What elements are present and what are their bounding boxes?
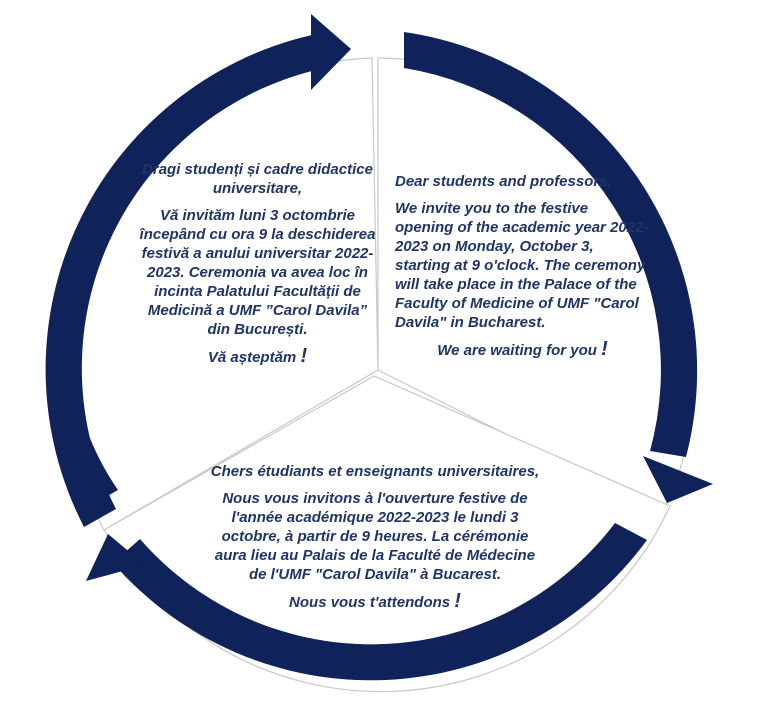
- english-closing-line: We are waiting for you !: [395, 338, 650, 360]
- romanian-exclamation: !: [300, 345, 308, 367]
- english-exclamation: !: [601, 338, 608, 360]
- english-closing: We are waiting for you: [437, 342, 597, 359]
- cycle-arc-left-body: [45, 35, 312, 527]
- cycle-arc-right: [404, 32, 698, 457]
- french-closing: Nous vous t'attendons: [289, 594, 451, 611]
- cycle-arc-bottom: [113, 523, 647, 681]
- french-body: Nous vous invitons à l'ouverture festive…: [214, 490, 536, 583]
- cycle-arrowhead-left: [86, 534, 145, 581]
- romanian-greeting: Dragi studenți și cadre didactice univer…: [142, 161, 373, 197]
- romanian-body: Vă invităm luni 3 octombrie începând cu …: [139, 207, 376, 338]
- english-body: We invite you to the festive opening of …: [395, 200, 649, 331]
- romanian-closing: Vă așteptăm: [207, 349, 297, 366]
- romanian-invitation: Dragi studenți și cadre didactice univer…: [135, 160, 380, 375]
- french-exclamation: !: [454, 590, 461, 612]
- cycle-arrowhead-top: [311, 14, 351, 90]
- english-invitation: Dear students and professors, We invite …: [395, 172, 650, 368]
- romanian-closing-line: Vă așteptăm !: [135, 345, 380, 367]
- english-greeting: Dear students and professors,: [395, 173, 612, 190]
- french-closing-line: Nous vous t'attendons !: [205, 590, 545, 612]
- french-greeting: Chers étudiants et enseignants universit…: [210, 463, 540, 480]
- cycle-arrowhead-right: [643, 456, 713, 503]
- french-invitation: Chers étudiants et enseignants universit…: [205, 462, 545, 620]
